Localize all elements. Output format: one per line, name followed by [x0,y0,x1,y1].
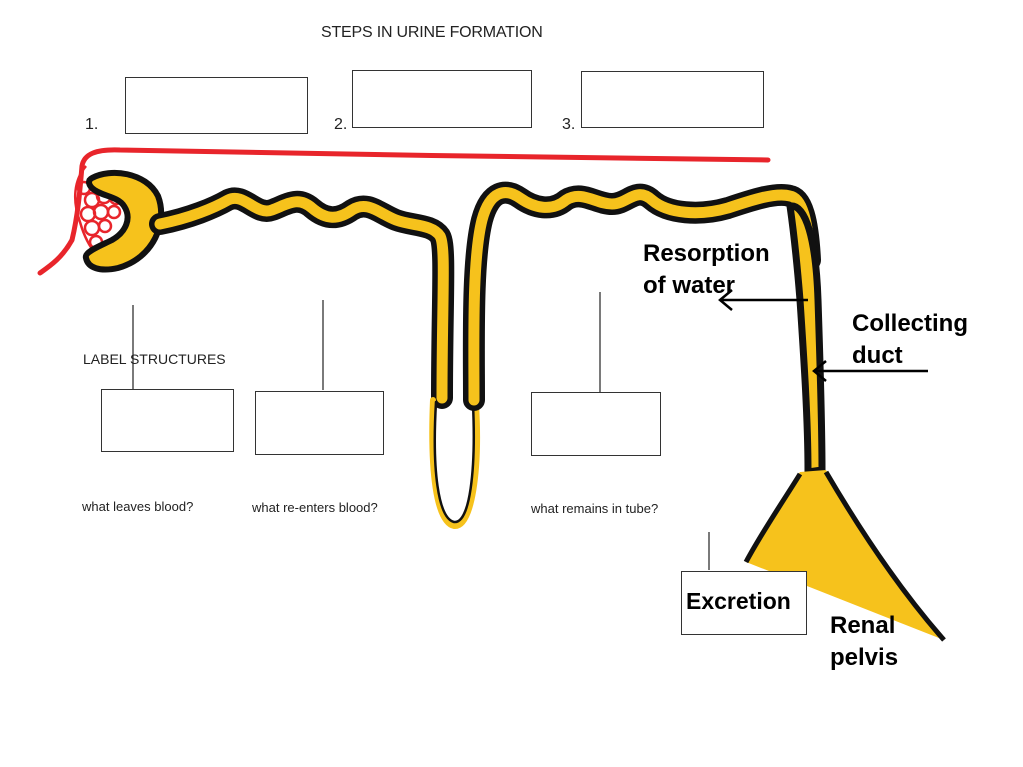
bowmans-capsule [82,169,165,273]
collecting-duct-label-line2: duct [852,342,903,369]
renal-tubule [149,181,821,529]
page-title: STEPS IN URINE FORMATION [321,24,543,41]
label-box-1[interactable] [101,389,234,452]
collecting-duct-label: Collecting duct [852,308,968,372]
label-box-3[interactable] [531,392,661,456]
question-reenters-blood: what re-enters blood? [252,500,378,515]
question-leaves-blood: what leaves blood? [82,499,194,514]
collecting-duct-label-line1: Collecting [852,310,969,337]
renal-pelvis-label-line1: Renal [830,612,896,639]
renal-pelvis-label-line2: pelvis [830,644,899,671]
question-remains-in-tube: what remains in tube? [531,501,659,516]
step-answer-box-3[interactable] [581,71,764,128]
collecting-duct [786,202,826,476]
resorption-label-line1: Resorption [643,240,770,267]
step-number-3: 3. [562,116,576,133]
blood-vessel [37,147,771,276]
renal-pelvis-label: Renal pelvis [830,610,898,674]
excretion-label: Excretion [686,588,791,614]
excretion-box[interactable] [681,571,807,635]
renal-pelvis [746,470,944,640]
label-box-2[interactable] [255,391,384,455]
resorption-label-line2: of water [643,272,736,299]
step-answer-box-2[interactable] [352,70,532,128]
label-structures-heading: LABEL STRUCTURES [83,351,226,367]
step-number-1: 1. [85,116,99,133]
resorption-label: Resorption of water [643,238,770,302]
step-number-2: 2. [334,116,348,133]
pointer-lines [132,292,710,570]
step-answer-box-1[interactable] [125,77,308,134]
arrow-resorption [718,289,808,311]
arrow-collecting-duct [812,360,928,382]
